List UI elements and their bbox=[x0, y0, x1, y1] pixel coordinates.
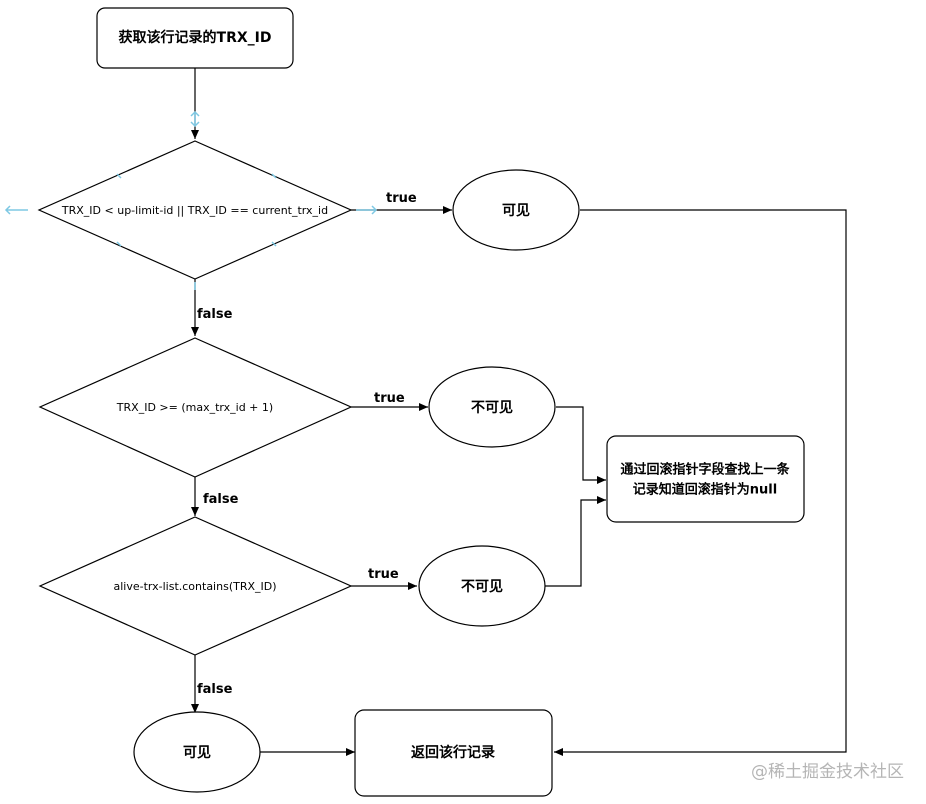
edge-invisible2-rollback bbox=[545, 496, 606, 587]
handle-right[interactable] bbox=[356, 205, 378, 215]
watermark: @稀土掘金技术社区 bbox=[751, 762, 904, 782]
edge-label-false2: false bbox=[203, 492, 239, 507]
visible1-ellipse bbox=[452, 169, 580, 251]
invisible1-label: 不可见 bbox=[471, 400, 513, 416]
visible2-label: 可见 bbox=[183, 745, 211, 761]
edge-invisible1-rollback bbox=[556, 406, 606, 484]
edge-label-false1: false bbox=[197, 307, 233, 322]
edge-label-false3: false bbox=[197, 682, 233, 697]
edge-visible1-end bbox=[554, 209, 847, 756]
handle-left[interactable] bbox=[4, 205, 28, 215]
end-label: 返回该行记录 bbox=[411, 744, 495, 761]
decision1-label: TRX_ID < up-limit-id || TRX_ID == curren… bbox=[61, 204, 328, 217]
rollback-label-line2: 记录知道回滚指针为null bbox=[633, 482, 777, 498]
edge-label-true1: true bbox=[386, 191, 417, 206]
decision2-label: TRX_ID >= (max_trx_id + 1) bbox=[116, 401, 273, 414]
handle-sw[interactable] bbox=[116, 241, 122, 247]
edge-label-true3: true bbox=[368, 567, 399, 582]
invisible2-ellipse bbox=[418, 545, 546, 627]
decision2-diamond bbox=[38, 337, 353, 478]
selection-handles bbox=[4, 110, 378, 290]
handle-top[interactable] bbox=[190, 110, 200, 128]
end-box bbox=[354, 709, 553, 797]
rollback-box bbox=[606, 435, 805, 523]
edge-label-true2: true bbox=[374, 391, 405, 406]
visible2-ellipse bbox=[133, 711, 261, 793]
rollback-label-line1: 通过回滚指针字段查找上一条 bbox=[620, 462, 790, 478]
start-box bbox=[96, 7, 294, 69]
handle-ne[interactable] bbox=[271, 173, 277, 179]
decision3-label: alive-trx-list.contains(TRX_ID) bbox=[113, 580, 276, 593]
visible1-label: 可见 bbox=[502, 203, 530, 219]
decision3-diamond bbox=[38, 516, 353, 656]
invisible2-label: 不可见 bbox=[461, 579, 503, 595]
invisible1-ellipse bbox=[428, 366, 556, 448]
handle-se[interactable] bbox=[271, 241, 277, 247]
start-label: 获取该行记录的TRX_ID bbox=[119, 29, 272, 46]
handle-nw[interactable] bbox=[116, 173, 122, 179]
